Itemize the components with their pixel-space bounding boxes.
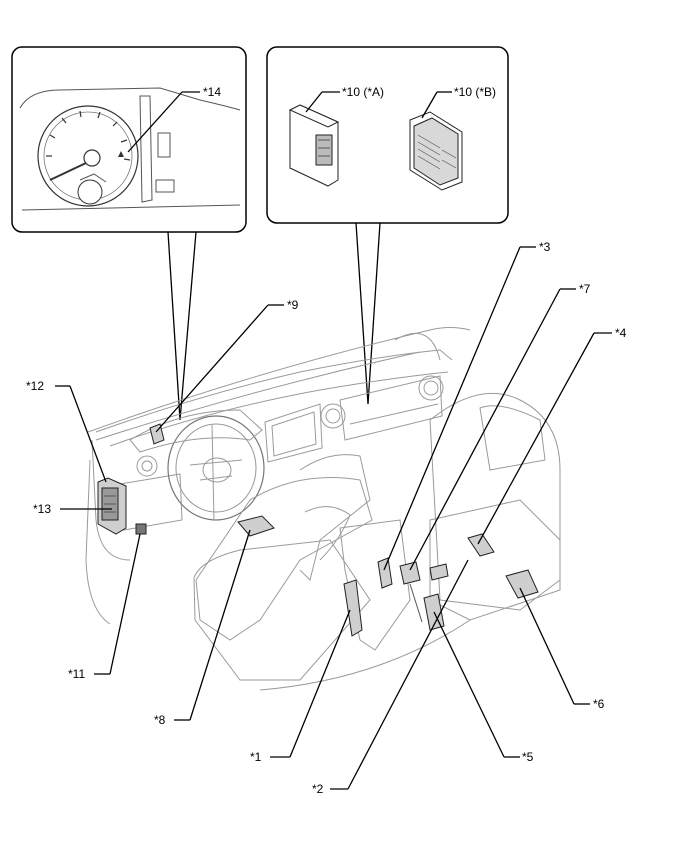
callout-4: *4 (615, 326, 627, 340)
part-11 (135, 523, 147, 535)
callout-11: *11 (68, 667, 86, 681)
callout-2: *2 (312, 782, 324, 796)
part-5b (429, 563, 449, 581)
vehicle-interior-sketch (85, 327, 561, 691)
callout-3: *3 (539, 240, 551, 254)
part-7 (399, 561, 423, 623)
callout-8: *8 (154, 713, 166, 727)
inset-ecu (266, 46, 509, 224)
part-8 (237, 515, 275, 537)
callout-10b: *10 (*B) (454, 85, 497, 99)
part-12-13 (97, 477, 127, 535)
callout-13: *13 (33, 502, 52, 516)
part-4 (467, 533, 495, 557)
inset-meter (11, 46, 247, 233)
ecu-a (288, 104, 340, 187)
callout-5: *5 (522, 750, 534, 764)
part-1 (343, 579, 363, 637)
callout-14: *14 (203, 85, 222, 99)
part-9 (149, 423, 165, 445)
callout-1: *1 (250, 750, 262, 764)
leader-lines (55, 246, 612, 790)
callout-10a: *10 (*A) (342, 85, 385, 99)
part-6 (505, 569, 539, 599)
ecu-b (409, 111, 463, 191)
part-3 (377, 557, 393, 589)
callout-9: *9 (287, 298, 299, 312)
callout-6: *6 (593, 697, 605, 711)
callout-7: *7 (579, 282, 591, 296)
callout-12: *12 (26, 379, 45, 393)
